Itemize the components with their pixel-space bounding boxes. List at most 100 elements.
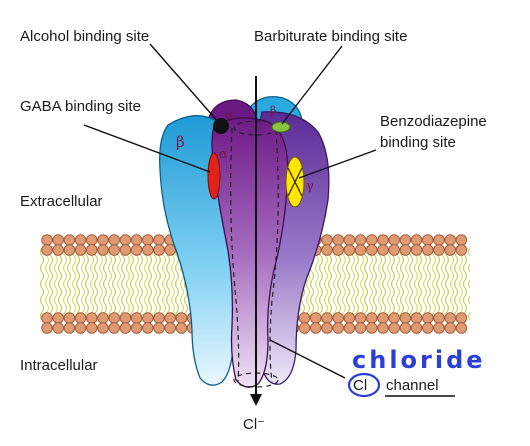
label-intracellular: Intracellular [20,357,98,374]
lipid-head [455,244,468,256]
lipid-head [97,244,109,256]
lipid-head [321,312,333,324]
lipid-head [377,312,389,324]
lipid-head [422,312,434,324]
lipid-head [354,244,367,256]
lipid-head [142,234,154,246]
lipid-head [108,234,120,246]
barbiturate-binding-site [271,121,291,133]
label-alcohol-site: Alcohol binding site [20,28,149,45]
lipid-head [377,322,389,334]
benzo-site-mark [287,167,303,197]
lipid-head [354,234,367,246]
lipid-head [130,244,143,256]
leader-barbiturate [281,45,343,125]
lipid-head [377,244,389,256]
label-benzodiazepine-line1: Benzodiazepine [380,113,487,130]
lipid-head [52,234,64,246]
lipid-head [63,312,76,324]
label-extracellular: Extracellular [20,193,103,210]
lipid-head [422,244,434,256]
lipid-head [332,322,344,334]
lipid-head [321,244,333,256]
lipid-head [63,234,76,246]
lipid-head [422,234,434,246]
lipid-head [377,234,389,246]
lipid-head [108,244,120,256]
lipid-head [142,244,154,256]
lipid-head [119,312,132,324]
label-barbiturate-site: Barbiturate binding site [254,28,407,45]
lipid-head [410,244,423,256]
lipid-head [153,322,165,334]
lipid-head [310,312,322,324]
lipid-head [52,322,64,334]
lipid-head [74,234,87,246]
lipid-head [153,312,165,324]
lipid-head [153,244,165,256]
lipid-head [366,312,378,324]
lipid-head [86,234,98,246]
lipid-head [343,322,356,334]
lipid-head [130,234,143,246]
lipid-head [343,234,356,246]
lipid-head [86,244,98,256]
lipid-head [366,244,378,256]
annotation-circle [347,372,381,398]
lipid-head [52,312,64,324]
lipid-head [444,312,456,324]
lipid-head [422,322,434,334]
lipid-head [388,322,400,334]
lipid-head [410,322,423,334]
lipid-head [108,312,120,324]
lipid-head [433,312,445,324]
gaba-a-receptor [159,96,330,388]
lipid-head [321,322,333,334]
subunit-label-beta-left: β [176,133,185,151]
lipid-head [343,312,356,324]
lipid-head [433,244,445,256]
lipid-head [97,322,109,334]
lipid-head [332,312,344,324]
lipid-head [108,322,120,334]
lipid-head [433,234,445,246]
pore-wall-left [230,127,240,383]
lipid-head [119,244,132,256]
lipid-head [142,322,154,334]
lipid-head [130,312,143,324]
lipid-head [164,244,176,256]
lipid-head [332,234,344,246]
lipid-head [410,312,423,324]
lipid-head [298,312,311,324]
lipid-head [444,322,456,334]
lipid-head [388,234,400,246]
lipid-head [433,322,445,334]
lipid-head [399,234,412,246]
lipid-head [153,234,165,246]
subunit-label-gamma: γ [306,179,314,194]
lipid-head [366,322,378,334]
lipid-head [74,312,87,324]
lipid-head [142,312,154,324]
lipid-head [455,322,468,334]
lipid-head [321,234,333,246]
lipid-head [444,244,456,256]
lipid-head [41,234,53,246]
leader-channel [269,339,346,379]
lipid-head [343,244,356,256]
leader-benzodiazepine [298,149,377,179]
lipid-head [175,322,188,334]
label-gaba-site: GABA binding site [20,98,141,115]
gaba-binding-site [207,152,221,200]
lipid-head [97,312,109,324]
lipid-head [455,234,468,246]
lipid-head [164,322,176,334]
lipid-head [388,312,400,324]
lipid-head [399,322,412,334]
lipid-head [86,312,98,324]
subunit-label-alpha-top: α [225,109,233,122]
lipid-head [41,312,53,324]
lipid-head [74,322,87,334]
pore-wall-right [269,129,279,383]
